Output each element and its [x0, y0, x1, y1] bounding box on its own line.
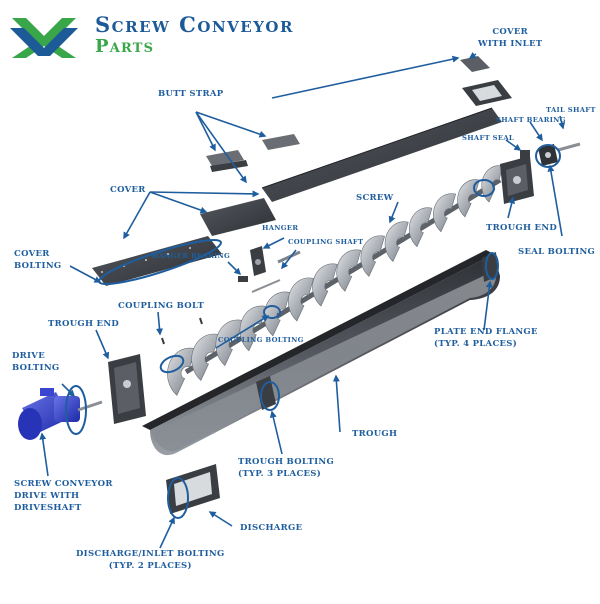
drive-bolting-highlight [65, 385, 87, 435]
label-coupling-shaft: COUPLING SHAFT [288, 238, 364, 246]
cover-left [92, 236, 222, 286]
label-trough-end-right: TROUGH END [486, 223, 558, 233]
label-cover-with-inlet: COVER WITH INLET [478, 27, 543, 49]
label-drive-bolting: DRIVE BOLTING [12, 351, 60, 373]
coupling-bolting-highlight [263, 305, 281, 319]
cover-with-inlet-part [460, 56, 512, 106]
trough-part [142, 250, 500, 456]
discharge-part [166, 464, 220, 514]
screw-flight [433, 193, 457, 233]
shaft-bearing-part [538, 144, 558, 166]
screw-flight [408, 207, 433, 248]
label-coupling-bolting: COUPLING BOLTING [218, 336, 304, 344]
leader-arrows [39, 52, 566, 549]
label-hanger-bearing: HANGER BEARING [152, 252, 231, 260]
label-cover-bolting: COVER BOLTING [14, 249, 62, 271]
trough-end-right-part [500, 156, 534, 204]
hanger-bearing-part [238, 276, 281, 293]
screw-flight [312, 263, 338, 307]
top-cover-long [261, 107, 502, 202]
cover-mid [200, 198, 276, 236]
label-trough-bolting: TROUGH BOLTING (TYP. 3 PLACES) [238, 457, 335, 479]
screw-flight [457, 179, 480, 218]
label-shaft-bearing: SHAFT BEARING [496, 116, 566, 124]
label-coupling-bolt: COUPLING BOLT [118, 301, 205, 311]
plate-flange-highlight [485, 252, 499, 280]
butt-strap-parts [206, 134, 300, 172]
screw-flight [263, 291, 291, 337]
shaft-seal-part [520, 150, 530, 160]
label-plate-end-flange: PLATE END FLANGE (TYP. 4 PLACES) [434, 327, 538, 349]
label-tail-shaft: TAIL SHAFT [546, 106, 596, 114]
label-shaft-seal: SHAFT SEAL [462, 134, 514, 142]
logo-subtitle: Parts [95, 36, 155, 57]
screw-flight [360, 235, 385, 277]
label-butt-strap: BUTT STRAP [158, 89, 224, 99]
label-trough: TROUGH [352, 429, 398, 439]
screw-flight [336, 249, 362, 292]
label-trough-end-left: TROUGH END [48, 319, 120, 329]
coupling-bolt-part [161, 317, 203, 345]
logo-title: Screw Conveyor [95, 12, 294, 37]
drive-motor-part [18, 388, 103, 440]
label-screw: SCREW [356, 193, 394, 203]
trough-bolting-highlight [260, 381, 280, 411]
label-cover: COVER [110, 185, 146, 195]
label-seal-bolting: SEAL BOLTING [518, 247, 596, 257]
tail-shaft-part [557, 142, 581, 152]
logo-mark [10, 18, 78, 58]
screw-flight [288, 277, 314, 322]
trough-end-left-part [108, 354, 146, 424]
hanger-part [250, 246, 266, 276]
discharge-bolting-highlight [167, 477, 189, 519]
label-discharge-inlet-bolting: DISCHARGE/INLET BOLTING (TYP. 2 PLACES) [76, 549, 225, 571]
screw-end-highlight [473, 179, 495, 197]
screw-flights [167, 165, 504, 396]
coupling-bolt-highlight [159, 354, 185, 374]
label-hanger: HANGER [262, 224, 299, 232]
label-discharge: DISCHARGE [240, 523, 303, 533]
label-screw-conveyor-drive: SCREW CONVEYOR DRIVE WITH DRIVESHAFT [14, 479, 113, 513]
screw-flight [384, 221, 409, 263]
coupling-shaft-part [277, 250, 301, 264]
